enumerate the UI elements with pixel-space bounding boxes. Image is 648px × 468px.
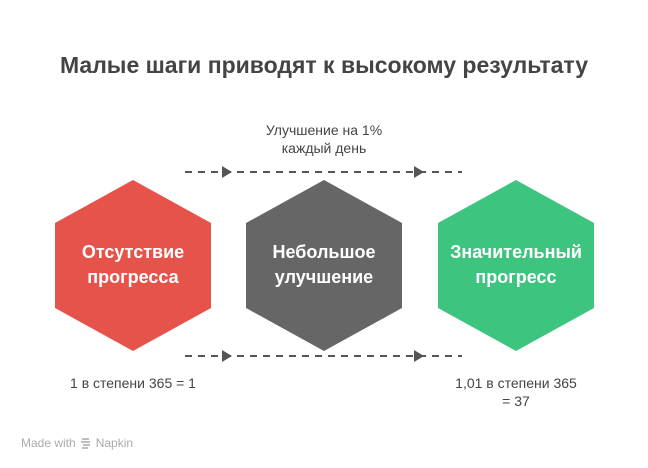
diagram-title: Малые шаги приводят к высокому результат… (59, 52, 589, 78)
hexagon-small-improvement (246, 180, 402, 351)
label-line: прогресса (87, 267, 179, 287)
label-line: улучшение (274, 267, 374, 287)
stage-label-small-improvement: Небольшое улучшение (244, 240, 404, 290)
right-note-line: = 37 (502, 393, 530, 409)
stage-label-no-progress: Отсутствие прогресса (53, 240, 213, 290)
label-line: Отсутствие (81, 242, 185, 262)
napkin-brand-text: Napkin (95, 436, 134, 450)
hexagon-no-progress (55, 180, 211, 351)
arrowhead-icon (222, 350, 232, 362)
top-note-line: каждый день (281, 140, 367, 156)
arrowhead-icon (222, 166, 232, 178)
napkin-logo-icon (80, 438, 90, 449)
right-note: 1,01 в степени 365 = 37 (430, 374, 602, 410)
label-line: Значительный (450, 242, 582, 262)
made-with-text: Made with (21, 436, 76, 450)
label-line: прогресс (475, 267, 557, 287)
arrowhead-icon (414, 166, 424, 178)
arrowhead-icon (414, 350, 424, 362)
hexagon-significant-progress (438, 180, 594, 351)
top-note-line: Улучшение на 1% (265, 122, 383, 138)
right-note-line: 1,01 в степени 365 (455, 375, 577, 391)
left-note: 1 в степени 365 = 1 (70, 375, 196, 391)
top-note: Улучшение на 1% каждый день (224, 121, 424, 157)
label-line: Небольшое (272, 242, 376, 262)
footer-watermark: Made with Napkin (21, 436, 133, 450)
stage-label-significant-progress: Значительный прогресс (436, 240, 596, 290)
